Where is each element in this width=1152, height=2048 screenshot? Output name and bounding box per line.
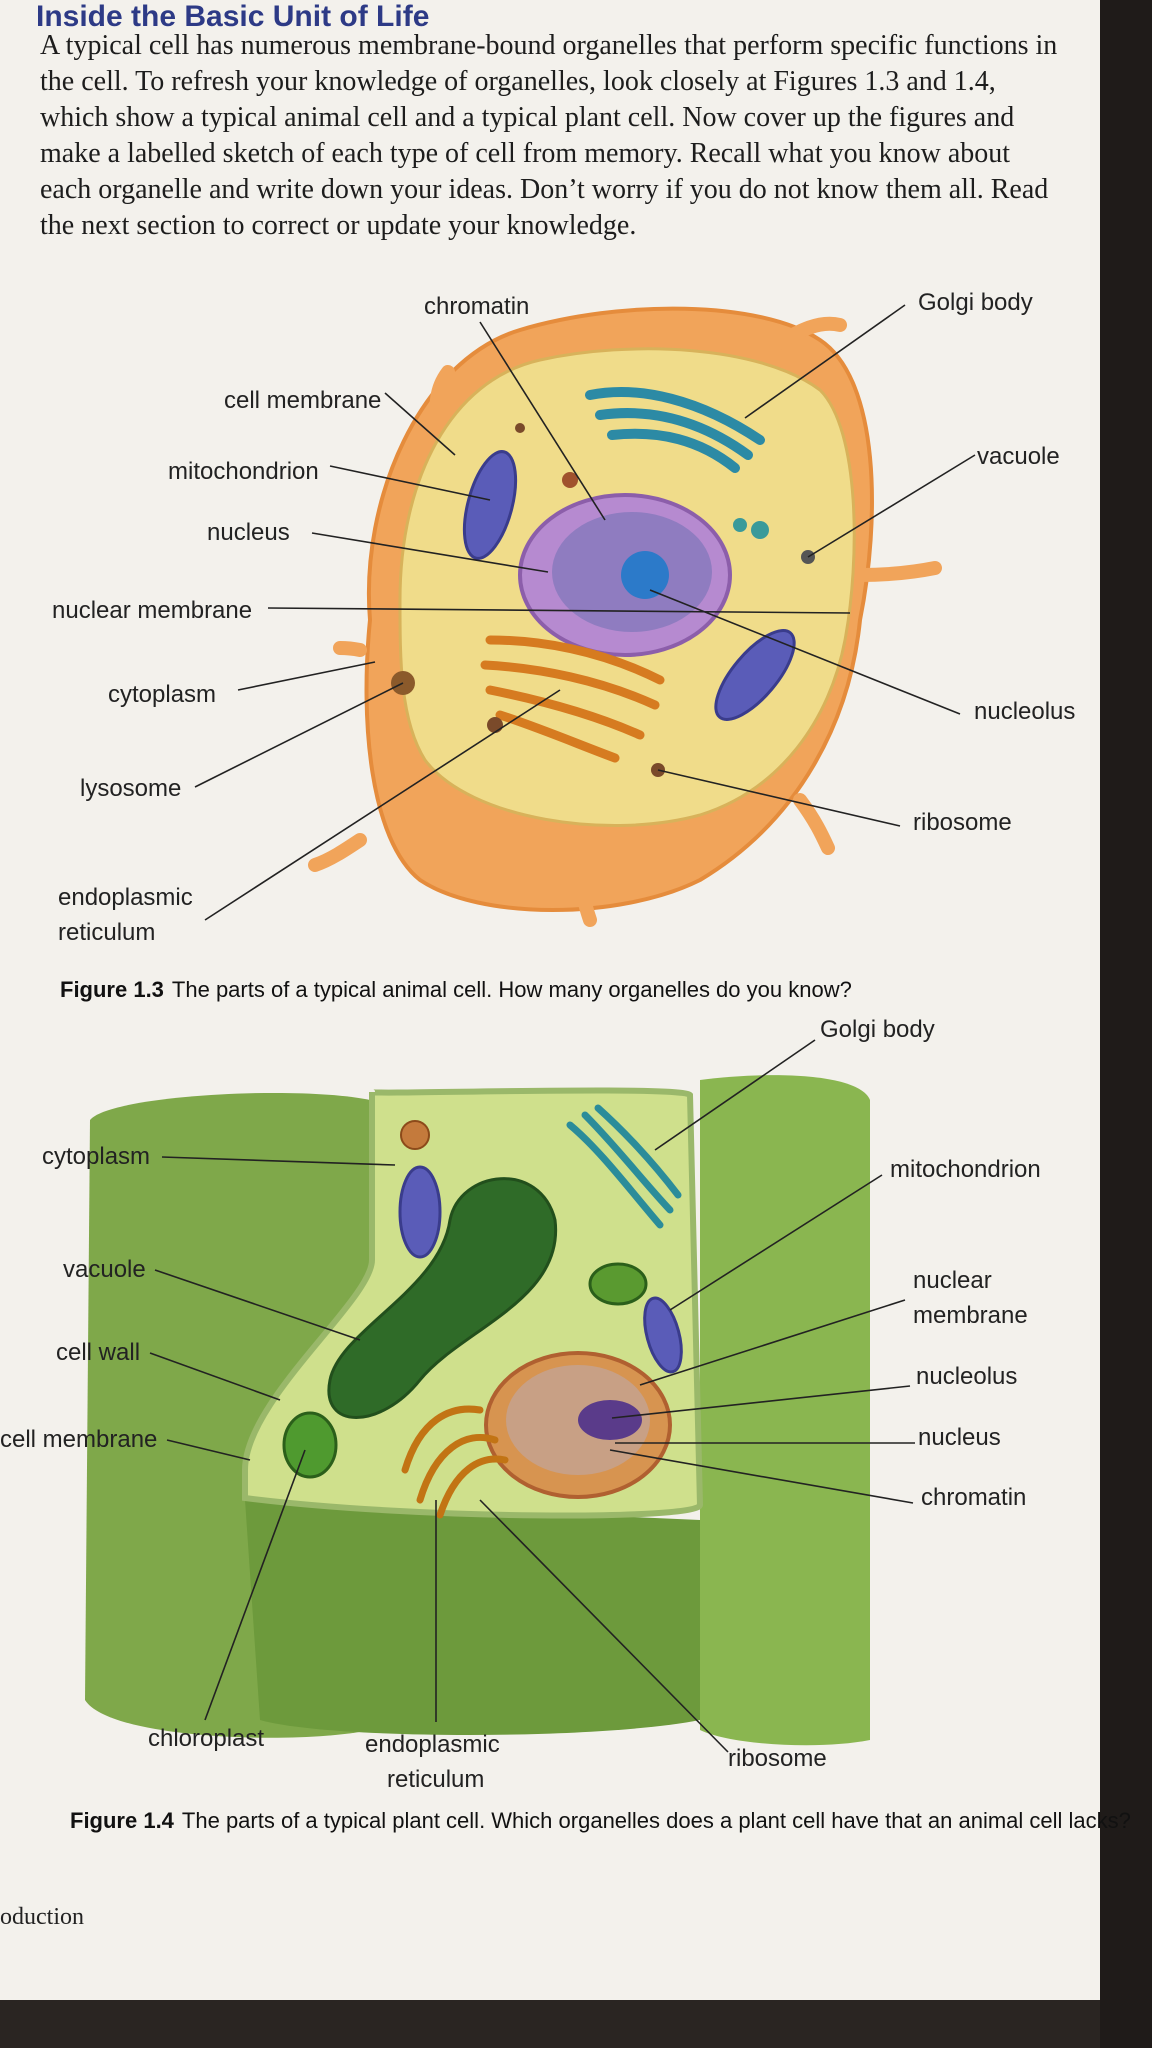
figure-1-3-caption: Figure 1.3 The parts of a typical animal … xyxy=(60,977,852,1003)
figure-1-3-text: The parts of a typical animal cell. How … xyxy=(172,977,852,1002)
label-mitochondrion: mitochondrion xyxy=(168,457,319,487)
figure-1-3-number: Figure 1.3 xyxy=(60,977,164,1002)
label-ribosome-plant: ribosome xyxy=(728,1744,827,1774)
label-cell-wall: cell wall xyxy=(56,1338,140,1368)
label-cytoplasm: cytoplasm xyxy=(108,680,216,710)
label-membrane: membrane xyxy=(913,1301,1028,1331)
label-cytoplasm-plant: cytoplasm xyxy=(42,1142,150,1172)
label-nucleolus: nucleolus xyxy=(974,697,1075,727)
label-reticulum-plant: reticulum xyxy=(387,1765,484,1795)
figure-1-4-text: The parts of a typical plant cell. Which… xyxy=(182,1808,1131,1833)
label-golgi-body-plant: Golgi body xyxy=(820,1015,935,1045)
figure-1-4-caption: Figure 1.4 The parts of a typical plant c… xyxy=(70,1808,1131,1834)
label-nucleus: nucleus xyxy=(207,518,290,548)
label-cell-membrane-plant: cell membrane xyxy=(0,1425,157,1455)
label-mitochondrion-plant: mitochondrion xyxy=(890,1155,1041,1185)
label-reticulum: reticulum xyxy=(58,918,155,948)
label-vacuole-plant: vacuole xyxy=(63,1255,146,1285)
label-lysosome: lysosome xyxy=(80,774,181,804)
label-ribosome: ribosome xyxy=(913,808,1012,838)
page-footer: oduction xyxy=(0,1904,84,1931)
label-nuclear-membrane: nuclear membrane xyxy=(52,596,252,626)
label-chromatin-plant: chromatin xyxy=(921,1483,1026,1513)
label-nucleolus-plant: nucleolus xyxy=(916,1362,1017,1392)
label-cell-membrane: cell membrane xyxy=(224,386,381,416)
label-golgi-body: Golgi body xyxy=(918,288,1033,318)
label-vacuole: vacuole xyxy=(977,442,1060,472)
label-endoplasmic-plant: endoplasmic xyxy=(365,1730,500,1760)
label-nucleus-plant: nucleus xyxy=(918,1423,1001,1453)
label-chromatin: chromatin xyxy=(424,292,529,322)
figure-1-4-number: Figure 1.4 xyxy=(70,1808,174,1833)
label-endoplasmic: endoplasmic xyxy=(58,883,193,913)
label-chloroplast: chloroplast xyxy=(148,1724,264,1754)
label-nuclear: nuclear xyxy=(913,1266,992,1296)
